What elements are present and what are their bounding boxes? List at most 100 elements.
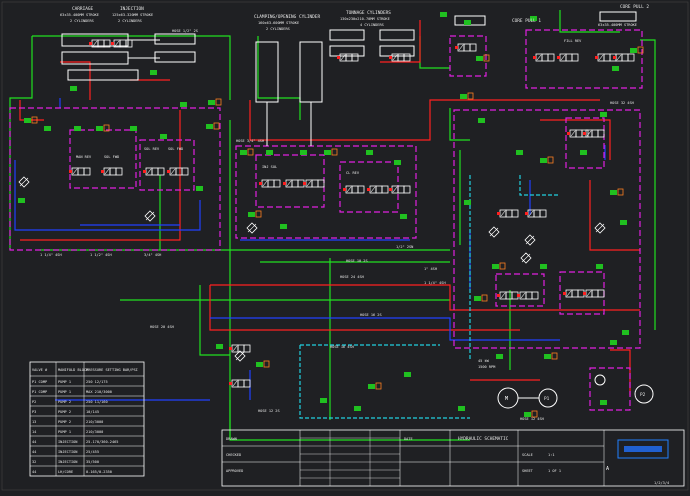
component-tag — [440, 12, 447, 17]
pressure-line — [209, 285, 520, 331]
pressure-line — [540, 119, 611, 160]
title-checked-label: CHECKED — [226, 453, 241, 457]
component-tag — [596, 264, 603, 269]
component-tag — [464, 20, 471, 25]
scale-value: 1:1 — [548, 453, 555, 457]
drain-line — [519, 175, 560, 196]
flow-arrow — [458, 44, 464, 51]
directional-valve — [389, 185, 411, 194]
component-tag — [620, 220, 627, 225]
tonnage-spec: 130x230x210-70MM STROKE — [340, 17, 390, 21]
relief-diamond — [524, 234, 536, 246]
solenoid — [167, 170, 170, 173]
valve-box — [103, 39, 111, 48]
component-tag — [206, 124, 213, 129]
flow-arrow — [92, 40, 98, 47]
table-cell: 14 — [32, 430, 36, 434]
solenoid — [583, 132, 586, 135]
flow-arrow — [306, 180, 312, 187]
flow-arrow — [72, 168, 78, 175]
pilot-line — [32, 35, 231, 100]
callout-box — [215, 98, 222, 106]
revision-letter: A — [606, 466, 609, 472]
callout-box — [637, 46, 644, 54]
valve-box — [237, 344, 245, 353]
table-cell: 44 — [32, 450, 36, 454]
injection-cylinder — [154, 33, 196, 45]
sub-block-label: SOL FWD — [168, 147, 183, 151]
motor-spec-power: 45 kW — [478, 359, 490, 363]
component-tag — [300, 150, 307, 155]
component-tag — [216, 344, 223, 349]
spring — [489, 227, 499, 237]
table-cell: P2 — [32, 400, 36, 404]
clamping-count: 2 CYLINDERS — [266, 27, 290, 31]
directional-valve — [337, 53, 359, 62]
valve-box — [125, 39, 133, 48]
solenoid — [389, 56, 392, 59]
company-logo — [617, 439, 669, 459]
solenoid — [595, 56, 598, 59]
pump-unit-block — [589, 367, 631, 411]
callout-box — [103, 124, 110, 132]
pump-p1-symbol: P1 — [544, 396, 550, 402]
relief-diamond — [488, 226, 500, 238]
spring — [247, 223, 257, 233]
table-cell: 10/145 — [86, 410, 99, 414]
solenoid — [389, 188, 392, 191]
callout-box — [247, 148, 254, 156]
flow-arrow — [346, 186, 352, 193]
relief-valve — [594, 222, 606, 234]
solenoid — [517, 294, 520, 297]
table-cell: 250 12/175 — [86, 380, 108, 384]
flow-arrow — [520, 292, 526, 299]
pilot-line — [199, 285, 230, 356]
directional-valve — [283, 179, 305, 188]
flow-arrow — [586, 290, 592, 297]
valve-box — [403, 53, 411, 62]
callout-box — [499, 262, 506, 270]
sub-block-left-1 — [69, 129, 137, 189]
component-tag — [580, 150, 587, 155]
solenoid — [613, 56, 616, 59]
solenoid — [583, 292, 586, 295]
motor-spec-rpm: 1500 RPM — [478, 365, 496, 369]
clamping-cylinder — [299, 41, 323, 103]
directional-valve — [367, 185, 389, 194]
flow-arrow — [528, 210, 534, 217]
spring — [19, 177, 29, 187]
table-cell: INJECTION — [58, 440, 77, 444]
pressure-line — [589, 180, 640, 251]
relief-diamond — [520, 252, 532, 264]
component-tag — [474, 296, 481, 301]
valve-box — [541, 53, 549, 62]
injection-cylinder — [67, 69, 139, 81]
valve-box — [397, 53, 405, 62]
component-tag — [18, 198, 25, 203]
component-tag — [544, 354, 551, 359]
injection-spec: 125x63-320MM STROKE — [112, 13, 153, 17]
valve-box — [237, 379, 245, 388]
table-cell: PUMP 2 — [58, 400, 71, 404]
table-cell: 44 — [32, 470, 36, 474]
table-cell: 210/3000 — [86, 430, 103, 434]
title-block-frame — [221, 429, 685, 487]
valve-box — [157, 167, 165, 176]
spring — [145, 211, 155, 221]
directional-valve — [69, 167, 91, 176]
valve-box — [533, 209, 541, 218]
valve-box — [83, 167, 91, 176]
valve-box — [381, 185, 389, 194]
flow-arrow — [286, 180, 292, 187]
core-pull-2-cylinder — [599, 11, 637, 22]
sub-block-main-3 — [565, 117, 605, 169]
hose-callout: HOSE 24 4SH — [340, 275, 364, 279]
valve-group — [18, 39, 635, 388]
hydraulic-lines — [9, 10, 656, 441]
table-cell: P1 COMP — [32, 390, 47, 394]
core-pull-1-label: CORE PULL 1 — [512, 18, 541, 24]
flow-arrow — [232, 345, 238, 352]
component-tag — [496, 354, 503, 359]
sub-block-label: FILL REV — [564, 39, 582, 43]
